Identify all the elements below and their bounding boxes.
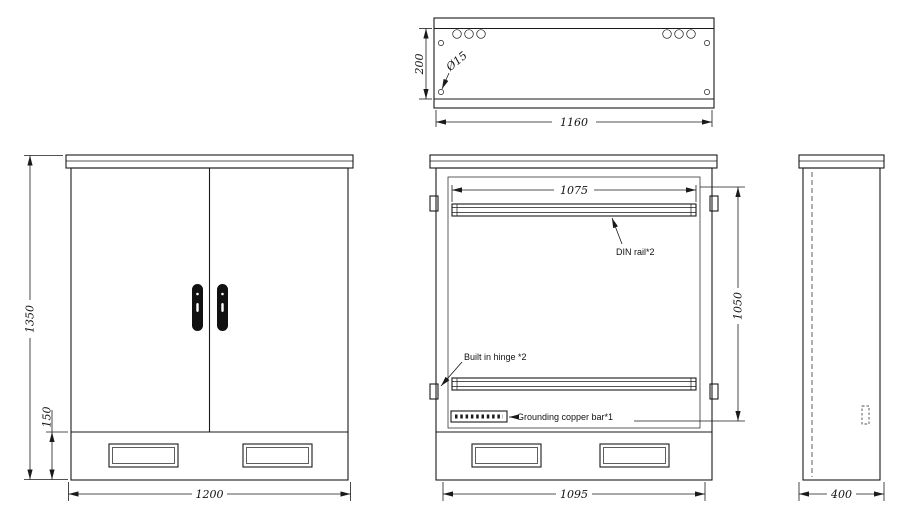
vent-grille-inner [603, 447, 666, 464]
hinge-right-bottom [709, 383, 719, 400]
internal-view [429, 154, 719, 481]
handle-lock-dot [196, 292, 199, 296]
top-view-dimensions: 200 Ø15 1160 [413, 28, 713, 129]
side-roof-cap [798, 154, 885, 169]
leader-line [441, 72, 450, 90]
hinge-left-bottom [429, 383, 439, 400]
front-roof-cap [65, 154, 354, 169]
vent-hole [674, 29, 684, 39]
dim-plinth-height: 150 [41, 407, 54, 428]
handle-lock-dot [221, 292, 224, 296]
side-view [798, 154, 885, 481]
dim-front-height: 1350 [24, 305, 37, 333]
dim-hole-diameter: Ø15 [443, 49, 470, 74]
vent-hole [662, 29, 672, 39]
vent-grille-inner [246, 447, 309, 464]
hinge-left-top [429, 195, 439, 212]
hinge-label: Built in hinge *2 [464, 352, 527, 362]
dim-rail-width: 1075 [560, 184, 588, 197]
dim-top-width: 1160 [560, 116, 588, 129]
door-handle-right [217, 284, 228, 331]
vent-grille [599, 443, 670, 468]
internal-opening [447, 176, 701, 429]
internal-roof-cap [429, 154, 718, 169]
grounding-copper-bar [450, 410, 508, 423]
vent-hole [452, 29, 462, 39]
mounting-hole [438, 40, 444, 46]
mounting-hole [704, 89, 710, 95]
side-body-outline [802, 167, 881, 481]
dim-front-width: 1200 [196, 488, 224, 501]
vent-hole [476, 29, 486, 39]
din-rail-body [451, 377, 697, 391]
grounding-bar-outline [450, 410, 508, 423]
din-rail-body [451, 203, 697, 217]
din-rail-bottom [451, 377, 697, 391]
vent-hole [464, 29, 474, 39]
grounding-bar-label: Grounding copper bar*1 [517, 412, 613, 422]
dim-side-depth: 400 [830, 488, 852, 501]
vent-grille [108, 443, 179, 468]
vent-grille-inner [112, 447, 175, 464]
side-view-dimensions: 400 [798, 482, 885, 501]
vent-grille [242, 443, 313, 468]
mounting-hole [438, 89, 444, 95]
internal-view-annotations: 1075 DIN rail*2 Built in hinge *2 Ground… [440, 184, 745, 501]
dim-rail-span: 1050 [732, 292, 745, 320]
vent-grille-inner [475, 447, 538, 464]
vent-grille [471, 443, 542, 468]
din-rail-label: DIN rail*2 [616, 247, 655, 257]
top-view [433, 17, 715, 109]
internal-body-outline [435, 167, 713, 481]
front-view-dimensions: 1350 150 1200 [24, 155, 351, 501]
din-rail-top [451, 203, 697, 217]
leader-line [440, 361, 463, 387]
dim-inner-width: 1095 [560, 488, 588, 501]
top-view-outline [433, 17, 715, 109]
front-view [65, 154, 354, 481]
door-handle-left [192, 284, 203, 331]
handle-slot [196, 303, 199, 312]
mounting-hole [704, 40, 710, 46]
dim-top-depth: 200 [413, 54, 426, 76]
leader-line [611, 217, 623, 245]
hinge-right-top [709, 195, 719, 212]
handle-slot [221, 303, 224, 312]
vent-hole [686, 29, 696, 39]
grounding-bar-hidden-profile [861, 405, 870, 425]
